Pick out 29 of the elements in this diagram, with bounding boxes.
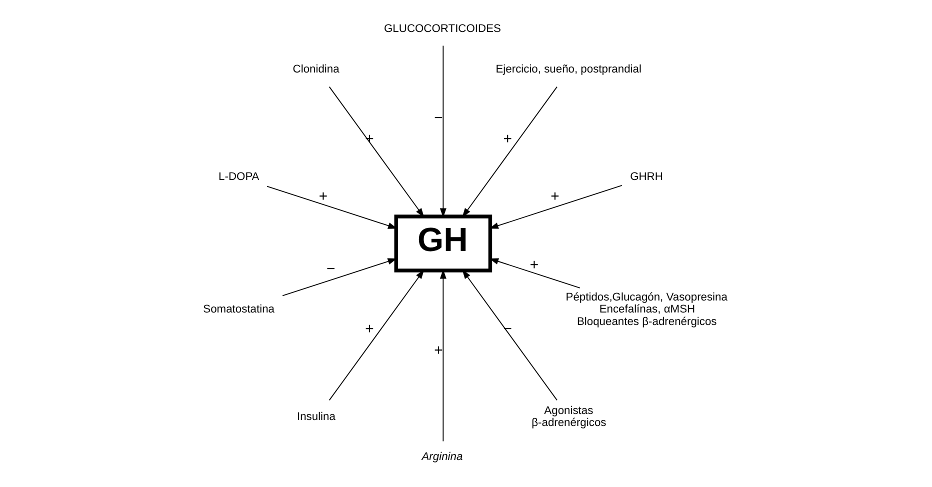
edge-label: − xyxy=(326,262,336,278)
node-text: Somatostatina xyxy=(203,304,275,316)
node-text: Clonidina xyxy=(292,64,340,76)
node-text: L-DOPA xyxy=(218,171,260,184)
arrow xyxy=(440,269,446,442)
edge-label: − xyxy=(434,110,443,126)
node-text: Péptidos,Glucagón, Vasopresina Encefalínas, αMSH Bloqueantes β-adrenérgicos xyxy=(566,292,728,328)
node-text: Ejercicio, sueño, postprandial xyxy=(496,64,642,76)
edge-label: + xyxy=(318,189,328,206)
node-box: GH xyxy=(394,214,492,272)
node-text: Agonistas β-adrenérgicos xyxy=(532,404,606,430)
arrow xyxy=(462,270,558,401)
edge-label: + xyxy=(434,342,443,359)
arrow xyxy=(266,186,398,229)
node-text: Insulina xyxy=(296,411,336,424)
node-text: GHRH xyxy=(630,171,663,184)
arrow xyxy=(440,45,446,218)
node-text: GLUCOCORTICOIDES xyxy=(384,22,501,35)
arrow xyxy=(489,184,622,229)
arrow xyxy=(328,270,424,401)
arrow xyxy=(328,86,424,218)
arrow xyxy=(282,258,398,296)
arrow xyxy=(489,258,580,288)
node-text: Arginina xyxy=(422,451,463,464)
edge-label: + xyxy=(530,258,539,274)
edge-label: + xyxy=(550,188,560,205)
arrow xyxy=(462,86,558,218)
edge-label: + xyxy=(365,322,374,338)
edge-label: + xyxy=(503,132,512,148)
